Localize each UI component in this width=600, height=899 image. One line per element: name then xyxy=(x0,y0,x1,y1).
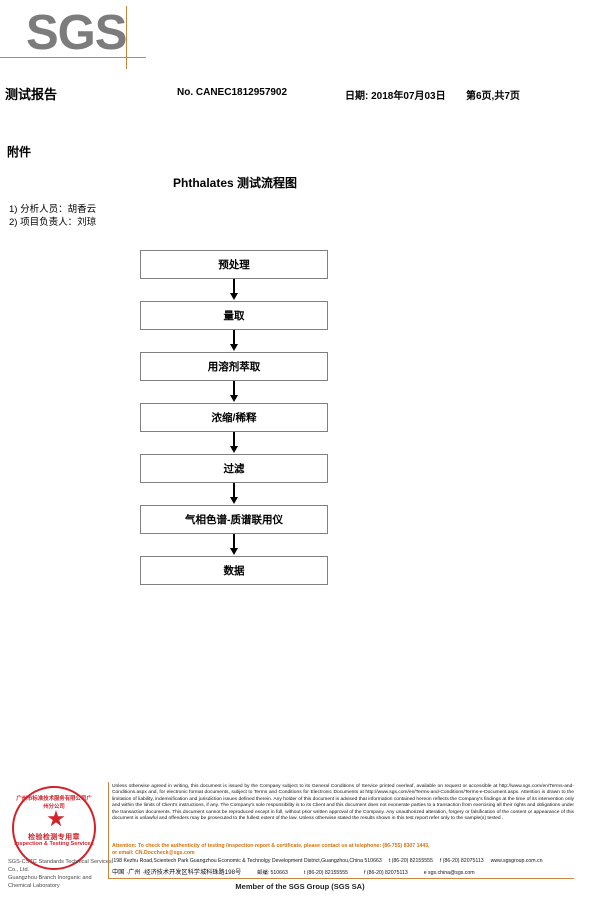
legal-disclaimer: Unless otherwise agreed in writing, this… xyxy=(112,784,574,822)
lab-name-line1: SGS-CSTC Standards Technical Services Co… xyxy=(8,859,112,873)
address-cn-fax: f (86-20) 82075113 xyxy=(363,870,408,876)
logo-vertical-rule xyxy=(126,6,127,69)
authenticity-notice-line2: or email: CN.Doccheck@sgs.com xyxy=(112,850,195,856)
flow-arrow-2 xyxy=(140,330,328,352)
address-en-website: www.sgsgroup.com.cn xyxy=(490,858,543,864)
address-en-street: |198 Kezhu Road,Scientech Park Guangzhou… xyxy=(112,858,382,864)
flow-step-pretreatment: 预处理 xyxy=(140,250,328,279)
stamp-circle xyxy=(12,786,96,870)
flow-arrow-6 xyxy=(140,534,328,556)
note-analyst: 1) 分析人员：胡香云 xyxy=(9,204,97,215)
address-english: |198 Kezhu Road,Scientech Park Guangzhou… xyxy=(112,858,582,864)
flow-step-filtration: 过滤 xyxy=(140,454,328,483)
flow-arrow-5 xyxy=(140,483,328,505)
phthalates-flowchart: 预处理 量取 用溶剂萃取 浓缩/稀释 过滤 气相色谱-质谱联用仪 数据 xyxy=(140,250,330,585)
document-header: SGS xyxy=(0,0,600,72)
address-en-tel: t (86-20) 82155555 xyxy=(388,858,433,864)
report-info-row: 测试报告 No. CANEC1812957902 日期: 2018年07月03日… xyxy=(0,84,600,106)
address-cn-email: e sgs.china@sgs.com xyxy=(423,870,475,876)
note-project-leader: 2) 项目负责人：刘琼 xyxy=(9,217,97,228)
attachment-label: 附件 xyxy=(7,145,32,159)
authenticity-notice: Attention: To check the authenticity of … xyxy=(112,843,582,857)
personnel-notes: 1) 分析人员：胡香云 2) 项目负责人：刘琼 xyxy=(9,203,96,229)
flow-arrow-4 xyxy=(140,432,328,454)
footer-corner-tick xyxy=(108,875,109,879)
address-en-fax: f (86-20) 82075113 xyxy=(439,858,484,864)
stamp-cn-label: 检验检测专用章 xyxy=(28,834,80,841)
report-number: No. CANEC1812957902 xyxy=(177,87,288,98)
address-cn-street: 中国 ·广州 ·经济技术开发区科学城科珠路198号 xyxy=(112,869,242,876)
authenticity-notice-line1: Attention: To check the authenticity of … xyxy=(112,843,430,849)
stamp-en-label: Inspection & Testing Services xyxy=(14,841,94,847)
lab-name-line2: Guangzhou Branch Inorganic and Chemical … xyxy=(8,875,92,889)
flow-step-concentrate-dilute: 浓缩/稀释 xyxy=(140,403,328,432)
address-chinese: 中国 ·广州 ·经济技术开发区科学城科珠路198号 邮编: 510663 t (86… xyxy=(112,867,582,876)
report-date: 日期: 2018年07月03日 xyxy=(345,91,446,102)
sgs-logo: SGS xyxy=(26,6,127,60)
flow-step-data: 数据 xyxy=(140,556,328,585)
sgs-group-member-line: Member of the SGS Group (SGS SA) xyxy=(235,882,365,891)
address-cn-zip: 邮编: 510663 xyxy=(257,870,288,876)
flow-step-measure: 量取 xyxy=(140,301,328,330)
report-title: 测试报告 xyxy=(5,87,58,102)
footer-bottom-rule xyxy=(108,878,574,879)
laboratory-name: SGS-CSTC Standards Technical Services Co… xyxy=(8,858,112,890)
flowchart-title: Phthalates 测试流程图 xyxy=(172,176,298,190)
flow-arrow-3 xyxy=(140,381,328,403)
flow-arrow-1 xyxy=(140,279,328,301)
star-icon: ★ xyxy=(46,806,66,831)
footer-vertical-divider xyxy=(108,782,109,878)
address-cn-tel: t (86-20) 82155555 xyxy=(303,870,348,876)
stamp-company-arc: 广州市标准技术服务有限公司广州分公司 xyxy=(16,796,92,810)
flow-step-gcms: 气相色谱-质谱联用仪 xyxy=(140,505,328,534)
logo-horizontal-rule xyxy=(0,57,146,58)
page-indicator: 第6页,共7页 xyxy=(466,91,520,102)
inspection-stamp: 广州市标准技术服务有限公司广州分公司 ★ 检验检测专用章 Inspection … xyxy=(6,782,112,889)
flow-step-solvent-extraction: 用溶剂萃取 xyxy=(140,352,328,381)
